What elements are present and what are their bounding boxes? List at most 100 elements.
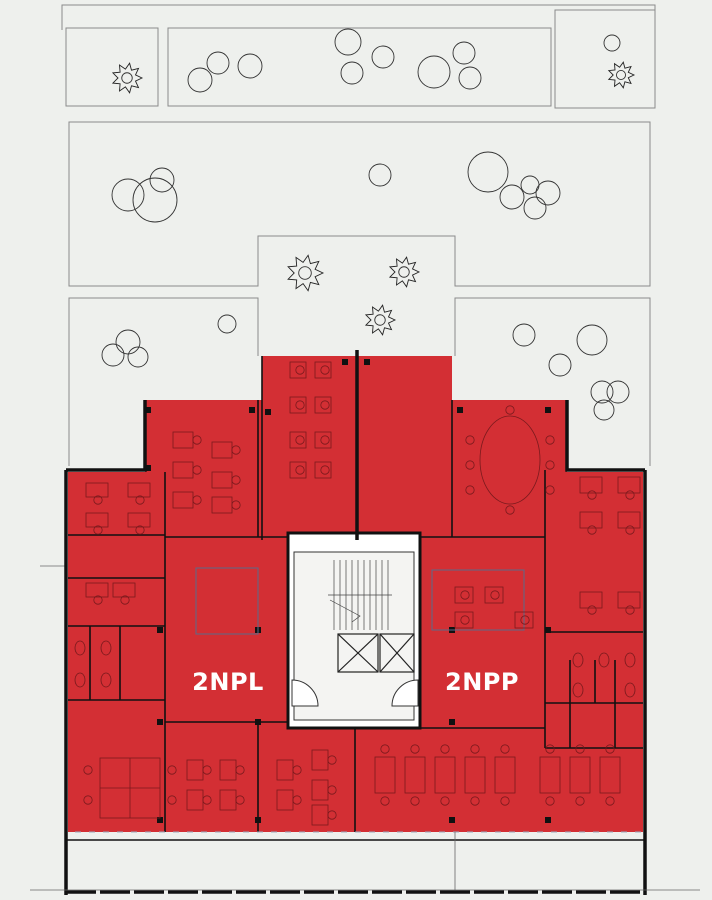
toilet-icon — [100, 640, 112, 656]
tree-icon — [576, 324, 608, 356]
chair-icon — [500, 796, 510, 806]
chair-icon — [295, 435, 305, 445]
chair-icon — [327, 810, 337, 820]
plan-base-lines — [30, 832, 700, 891]
chair-icon — [167, 795, 177, 805]
chair-icon — [440, 796, 450, 806]
chair-icon — [465, 485, 475, 495]
desk-icon — [514, 611, 534, 629]
tree-icon — [606, 380, 630, 404]
chair-icon — [231, 445, 241, 455]
desk-icon — [484, 586, 504, 604]
chair-icon — [440, 744, 450, 754]
desk-icon — [617, 511, 641, 529]
desk-icon — [127, 482, 151, 498]
tree-icon — [237, 53, 263, 79]
chair-icon — [505, 505, 515, 515]
shrub-icon — [111, 62, 144, 94]
shrub-icon — [364, 304, 397, 336]
tree-icon — [452, 41, 476, 65]
desk-icon — [494, 756, 516, 794]
chair-icon — [470, 744, 480, 754]
tree-icon — [593, 399, 615, 421]
desk-icon — [599, 756, 621, 794]
chair-icon — [520, 615, 530, 625]
chair-icon — [490, 590, 500, 600]
chair-icon — [83, 795, 93, 805]
chair-icon — [575, 796, 585, 806]
chair-icon — [465, 435, 475, 445]
chair-icon — [292, 795, 302, 805]
tree-icon — [217, 314, 237, 334]
shrub-icon — [287, 254, 325, 292]
tree-icon — [458, 66, 482, 90]
chair-icon — [545, 796, 555, 806]
chair-icon — [545, 435, 555, 445]
shrub-icon — [388, 256, 421, 288]
toilet-icon — [572, 682, 584, 698]
chair-icon — [135, 495, 145, 505]
chair-icon — [192, 465, 202, 475]
desk-icon — [314, 396, 332, 414]
chair-icon — [327, 755, 337, 765]
chair-icon — [380, 744, 390, 754]
tree-icon — [101, 343, 125, 367]
chair-icon — [292, 765, 302, 775]
tree-icon — [523, 196, 547, 220]
chair-icon — [605, 796, 615, 806]
zone-label-right: 2NPP — [445, 668, 519, 696]
chair-icon — [625, 490, 635, 500]
tree-icon — [132, 177, 178, 223]
chair-icon — [505, 405, 515, 415]
elevator-icon — [337, 633, 415, 673]
chair-icon — [120, 595, 130, 605]
tree-icon — [603, 34, 621, 52]
tree-icon — [512, 323, 536, 347]
interior-walls — [68, 356, 643, 832]
desk-icon — [127, 512, 151, 528]
chair-icon — [93, 525, 103, 535]
chair-icon — [575, 744, 585, 754]
stair-icon — [328, 560, 392, 630]
desk-icon — [617, 591, 641, 609]
desk-icon — [539, 756, 561, 794]
desk-icon — [569, 756, 591, 794]
shrub-icon — [607, 61, 636, 89]
chair-icon — [625, 605, 635, 615]
chair-icon — [410, 744, 420, 754]
office-furniture — [74, 361, 641, 833]
chair-icon — [93, 495, 103, 505]
desk-icon — [464, 756, 486, 794]
tree-icon — [499, 184, 525, 210]
chair-icon — [545, 460, 555, 470]
chair-icon — [231, 475, 241, 485]
chair-icon — [83, 765, 93, 775]
desk-icon — [85, 582, 109, 598]
tree-icon — [187, 67, 213, 93]
chair-icon — [320, 365, 330, 375]
tree-icon — [467, 151, 509, 193]
zone-left-area — [68, 356, 357, 832]
desk-icon — [289, 361, 307, 379]
chair-icon — [320, 400, 330, 410]
chair-icon — [235, 795, 245, 805]
chair-icon — [202, 795, 212, 805]
chair-icon — [605, 744, 615, 754]
chair-icon — [231, 500, 241, 510]
desk-icon — [579, 511, 603, 529]
toilet-icon — [74, 672, 86, 688]
toilet-icon — [100, 672, 112, 688]
zone-label-left: 2NPL — [192, 668, 264, 696]
building-core — [286, 531, 422, 730]
desk-icon — [85, 482, 109, 498]
chair-icon — [545, 744, 555, 754]
chair-icon — [470, 796, 480, 806]
chair-icon — [320, 465, 330, 475]
tree-icon — [340, 61, 364, 85]
chair-icon — [465, 460, 475, 470]
chair-icon — [167, 765, 177, 775]
desk-icon — [85, 512, 109, 528]
toilet-icon — [624, 682, 636, 698]
chair-icon — [93, 595, 103, 605]
